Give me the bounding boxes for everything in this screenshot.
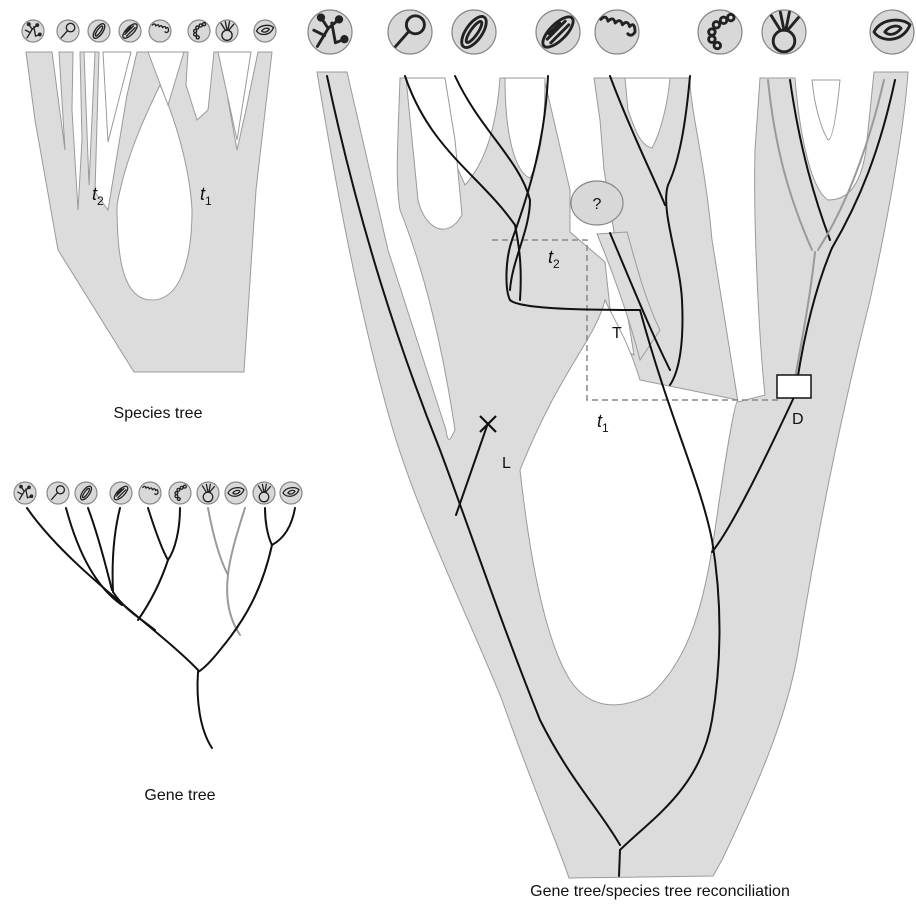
gene-tree-icons <box>14 482 302 504</box>
reconciliation-caption: Gene tree/species tree reconciliation <box>530 883 790 900</box>
gene-branch-5 <box>148 508 168 560</box>
duplication-marker <box>777 375 811 398</box>
branched-filaments-icon <box>14 482 36 504</box>
recon-notch-d <box>812 80 840 140</box>
gene-branch-8 <box>113 592 155 630</box>
gene-branch-grey-2 <box>228 508 245 575</box>
gene-branch-6 <box>168 508 180 560</box>
flagellated-cell-icon <box>197 482 219 504</box>
oval-cell-icon <box>88 20 110 42</box>
bead-chain-icon <box>188 20 210 42</box>
duplication-label: D <box>792 411 804 428</box>
spiral-chain-icon <box>595 10 639 54</box>
species-tree-caption: Species tree <box>114 405 203 422</box>
spore-stalk-icon <box>388 10 432 54</box>
leaf-cell-icon <box>870 10 914 54</box>
flagellated-cell-icon <box>216 20 238 42</box>
spore-stalk-icon <box>47 482 69 504</box>
leaf-cell-icon <box>254 20 276 42</box>
gene-branch-9 <box>265 508 272 545</box>
gene-branch-4 <box>113 508 120 592</box>
gene-branch-7 <box>138 560 168 620</box>
gene-branch-grey-1 <box>208 508 228 575</box>
leaf-cell-icon <box>280 482 302 504</box>
spiral-chain-icon <box>139 482 161 504</box>
reconciliation-icons <box>308 10 914 54</box>
striped-oval-cell-icon <box>536 10 580 54</box>
loss-label: L <box>502 455 511 472</box>
branched-filaments-icon <box>308 10 352 54</box>
gene-tree: Gene tree <box>27 508 295 804</box>
species-tree: t2 t1 Species tree <box>26 52 272 422</box>
oval-cell-icon <box>452 10 496 54</box>
flagellated-cell-icon <box>253 482 275 504</box>
oval-cell-icon <box>75 482 97 504</box>
gene-branch-11 <box>198 545 272 672</box>
spore-stalk-icon <box>57 20 79 42</box>
species-tree-icons <box>22 20 276 42</box>
bead-chain-icon <box>698 10 742 54</box>
leaf-cell-icon <box>225 482 247 504</box>
gene-root <box>198 672 212 748</box>
transfer-label: T <box>612 325 622 342</box>
striped-oval-cell-icon <box>119 20 141 42</box>
gene-tree-caption: Gene tree <box>144 787 215 804</box>
branched-filaments-icon <box>22 20 44 42</box>
unknown-lineage-label: ? <box>593 196 602 213</box>
spiral-chain-icon <box>149 20 171 42</box>
gene-branch-10 <box>272 508 295 545</box>
striped-oval-cell-icon <box>110 482 132 504</box>
flagellated-cell-icon <box>762 10 806 54</box>
bead-chain-icon <box>169 482 191 504</box>
